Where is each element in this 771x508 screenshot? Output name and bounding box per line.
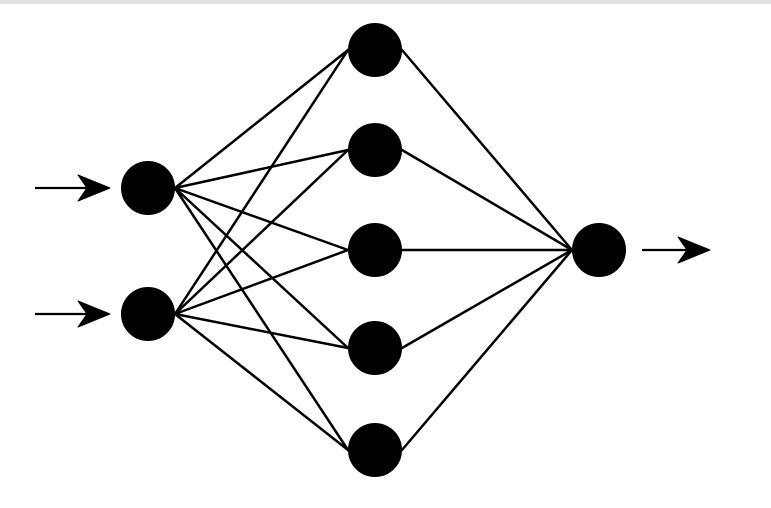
edge-h5-o1 [400,248,574,452]
edge-i1-h2 [173,148,350,190]
edge-i1-h5 [173,186,350,452]
hidden-node-1 [347,22,402,78]
edge-h1-o1 [400,48,574,252]
hidden-node-5 [347,422,402,477]
edge-i2-h3 [173,248,350,316]
input-node-1 [121,160,176,215]
edge-i1-h4 [173,186,350,350]
input-node-2 [121,286,176,341]
input-arrow-2-head [77,300,111,328]
output-arrow-head [677,236,711,264]
hidden-node-2 [347,123,402,178]
hidden-node-4 [347,320,402,375]
edge-i2-h2 [173,148,350,316]
hidden-node-3 [347,222,402,277]
edge-h2-o1 [400,148,574,252]
edge-h4-o1 [400,248,574,350]
edge-i1-h3 [173,186,350,252]
input-arrow-1-head [77,174,111,202]
edge-i1-h1 [173,48,350,190]
edge-i2-h5 [173,312,350,452]
output-node-1 [572,222,627,277]
window-top-bar [0,0,771,4]
edge-i2-h1 [173,48,350,316]
edge-i2-h4 [173,312,350,350]
